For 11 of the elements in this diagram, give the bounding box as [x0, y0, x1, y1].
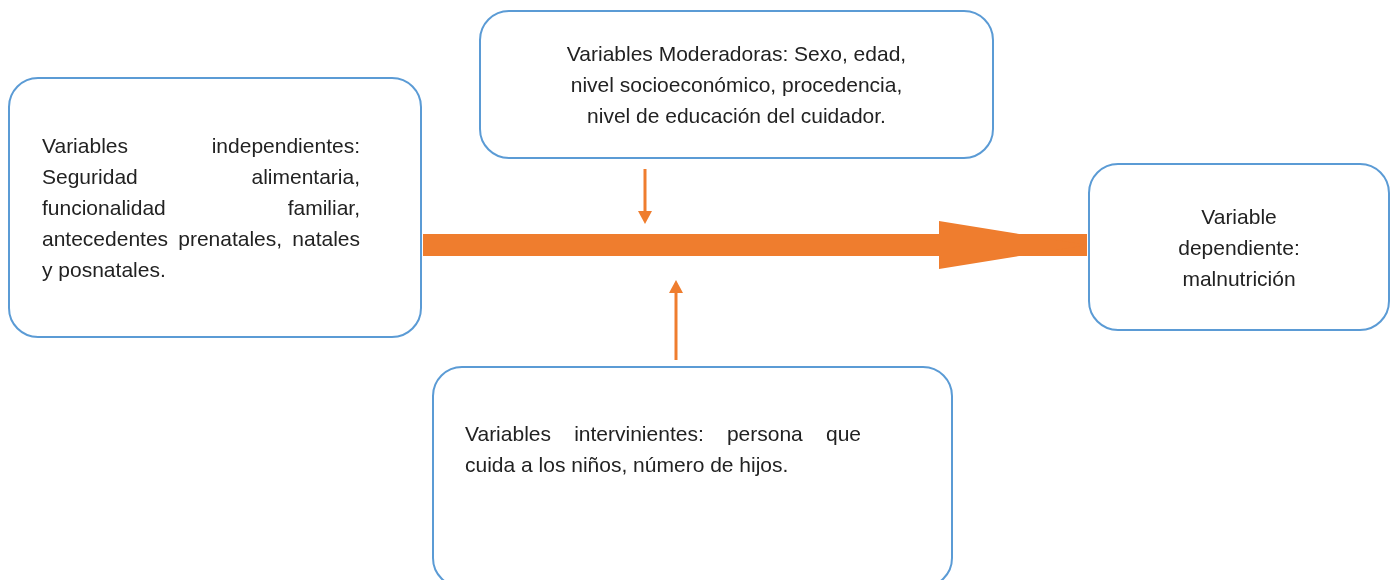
- variable-box: [432, 366, 953, 580]
- box-text: Variables Moderadoras: Sexo, edad, nivel socioeconómico, procedencia, nivel de educación del cuidador.: [565, 41, 908, 129]
- arrow: [423, 221, 1087, 269]
- variable-box: [1088, 163, 1390, 331]
- box-text: Variables intervinientes: persona que cuida a los niños, número de hijos.: [465, 421, 861, 478]
- box-text: Variable dependiente: malnutrición: [1177, 203, 1301, 292]
- arrow: [669, 280, 683, 360]
- arrow: [638, 169, 652, 224]
- variable-box: [479, 10, 994, 159]
- box-text: Variables independientes: Seguridad alimentaria, funcionalidad familiar, antecedentes prenatales, natales y posnatales.: [42, 133, 360, 283]
- variable-box: [8, 77, 422, 338]
